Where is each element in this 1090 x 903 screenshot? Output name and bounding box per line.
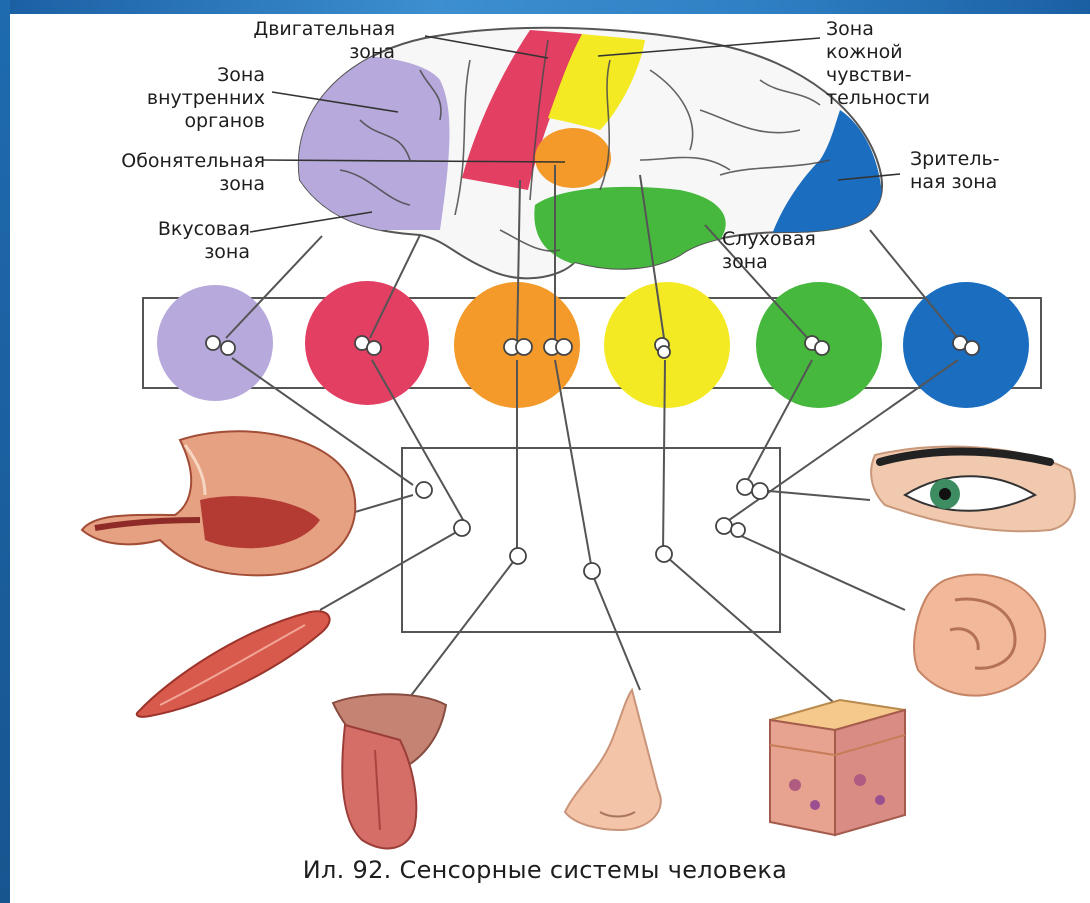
skin-zone-label: Зона кожной чувстви- тельности [826,18,930,110]
auditory-zone-label: Слуховая зона [722,228,816,274]
muscle-icon [137,611,330,717]
skin-icon [770,700,905,835]
auditory-zone-area [534,187,725,269]
eye-icon [871,447,1075,532]
stomach-icon [82,431,355,575]
ear-icon [914,574,1045,695]
olfactory-zone-area [535,128,611,188]
tongue-icon [333,694,446,848]
motor-zone-label: Двигательная зона [150,18,395,64]
internal-organs-zone-label: Зона внутренних органов [40,64,265,133]
nose-icon [565,690,661,830]
visual-zone-label: Зритель- ная зона [910,148,1000,194]
figure-caption: Ил. 92. Сенсорные системы человека [0,856,1090,884]
pathways-box [402,448,780,632]
taste-zone-label: Вкусовая зона [40,218,250,264]
olfactory-zone-label: Обонятельная зона [10,150,265,196]
internal-organs-zone-area [290,55,449,230]
